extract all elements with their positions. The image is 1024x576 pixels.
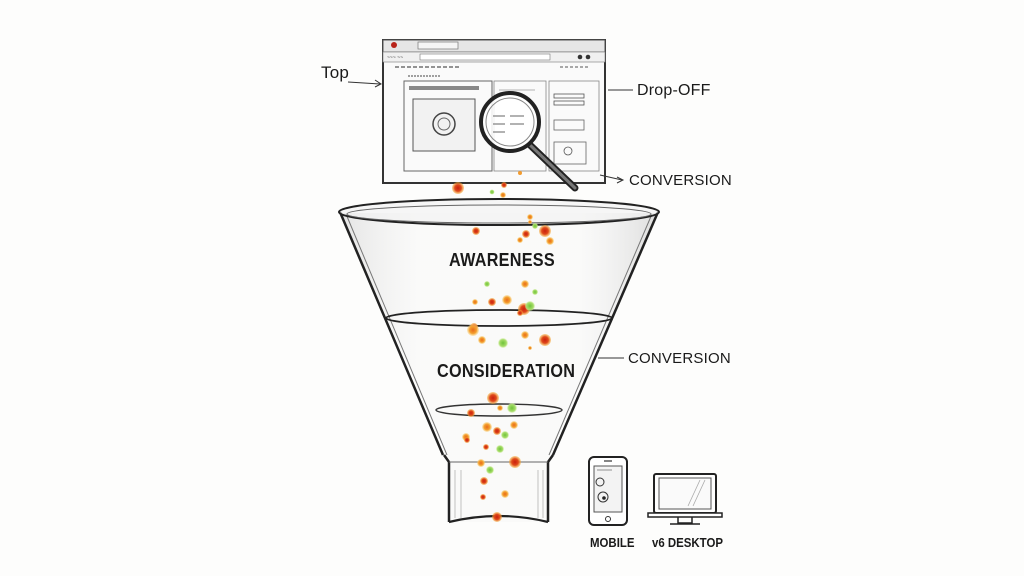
- annotation-arrows: [347, 79, 633, 359]
- mobile-phone-icon: [588, 456, 628, 526]
- top-annotation: Top: [321, 63, 350, 82]
- funnel-conversion-annotation: CONVERSION: [628, 350, 731, 367]
- awareness-stage-label: AWARENESS: [449, 250, 555, 270]
- mobile-label: MOBILE: [590, 535, 635, 550]
- consideration-stage-label: CONSIDERATION: [437, 361, 576, 381]
- svg-text:~~~ ~~: ~~~ ~~: [387, 55, 403, 61]
- desktop-label: v6 DESKTOP: [652, 535, 724, 550]
- browser-conversion-annotation: CONVERSION: [629, 172, 732, 189]
- browser-window-sketch: ~~~ ~~: [382, 39, 606, 184]
- magnifying-glass-icon: [479, 91, 579, 192]
- funnel-shape: [338, 198, 660, 524]
- user-flow-dots: [452, 182, 554, 522]
- desktop-monitor-icon: [647, 473, 723, 525]
- drop-off-annotation: Drop-OFF: [637, 82, 711, 99]
